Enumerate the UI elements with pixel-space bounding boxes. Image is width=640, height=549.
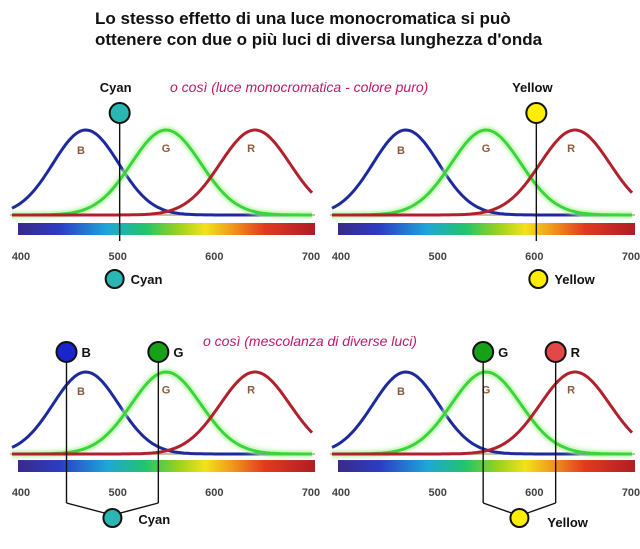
axis-tick-600: 600 [205,487,223,499]
yellow-dot-result [509,508,530,528]
source-dot-g [472,341,495,363]
title-line-2: ottenere con due o più luci di diversa l… [95,30,543,49]
axis-tick-600: 600 [525,487,543,499]
axis-tick-400: 400 [332,487,350,499]
yellow-label-result: Yellow [547,515,588,530]
spectrum-bar [18,460,315,472]
yellow-dot-bottom [528,269,549,289]
source-label-b: B [82,345,91,360]
curve-label-g: G [162,384,171,396]
cyan-dot-top [108,102,131,124]
curve-label-g: G [482,143,491,155]
cyan-label-top: Cyan [100,80,132,95]
source-dot-g [147,341,170,363]
cyan-label-result: Cyan [138,512,170,527]
yellow-dot-top [525,102,548,124]
axis-tick-700: 700 [302,251,320,263]
spectrum-bar [338,460,635,472]
source-label-g: G [498,345,508,360]
curve-label-b: B [397,386,405,398]
cyan-dot-result [102,508,123,528]
axis-tick-400: 400 [332,251,350,263]
source-label-g: G [173,345,183,360]
title-line-1: Lo stesso effetto di una luce monocromat… [95,9,511,28]
red-cone-curve [332,128,634,217]
yellow-label-bottom: Yellow [554,272,595,287]
curve-label-g: G [162,143,171,155]
red-cone-curve [332,370,634,456]
axis-tick-600: 600 [205,251,223,263]
join-line-left [482,502,512,514]
curve-label-g: G [482,384,491,396]
join-line-right [120,502,159,514]
join-line-right [527,502,556,514]
source-label-r: R [571,345,581,360]
cyan-dot-bottom [104,269,125,289]
axis-tick-400: 400 [12,251,30,263]
yellow-label-top: Yellow [512,80,553,95]
axis-tick-500: 500 [428,487,446,499]
curve-label-r: R [567,384,575,396]
source-dot-b [55,341,78,363]
axis-tick-700: 700 [302,487,320,499]
curve-label-b: B [77,386,85,398]
red-cone-curve [12,370,314,456]
note-mixture: o così (mescolanza di diverse luci) [203,333,417,349]
page-title: Lo stesso effetto di una luce monocromat… [95,8,625,50]
spectrum-bar [18,223,315,235]
curve-label-r: R [567,143,575,155]
curve-label-b: B [77,145,85,157]
axis-tick-400: 400 [12,487,30,499]
axis-tick-500: 500 [108,251,126,263]
axis-tick-700: 700 [622,251,640,263]
source-dot-r [544,341,567,363]
spectrum-bar [338,223,635,235]
curve-label-r: R [247,143,255,155]
cyan-label-bottom: Cyan [131,272,163,287]
axis-tick-500: 500 [108,487,126,499]
red-cone-curve [12,128,314,217]
curve-label-r: R [247,384,255,396]
axis-tick-700: 700 [622,487,640,499]
note-monochromatic: o così (luce monocromatica - colore puro… [170,79,429,95]
curve-label-b: B [397,145,405,157]
axis-tick-500: 500 [428,251,446,263]
join-line-left [66,502,105,514]
axis-tick-600: 600 [525,251,543,263]
